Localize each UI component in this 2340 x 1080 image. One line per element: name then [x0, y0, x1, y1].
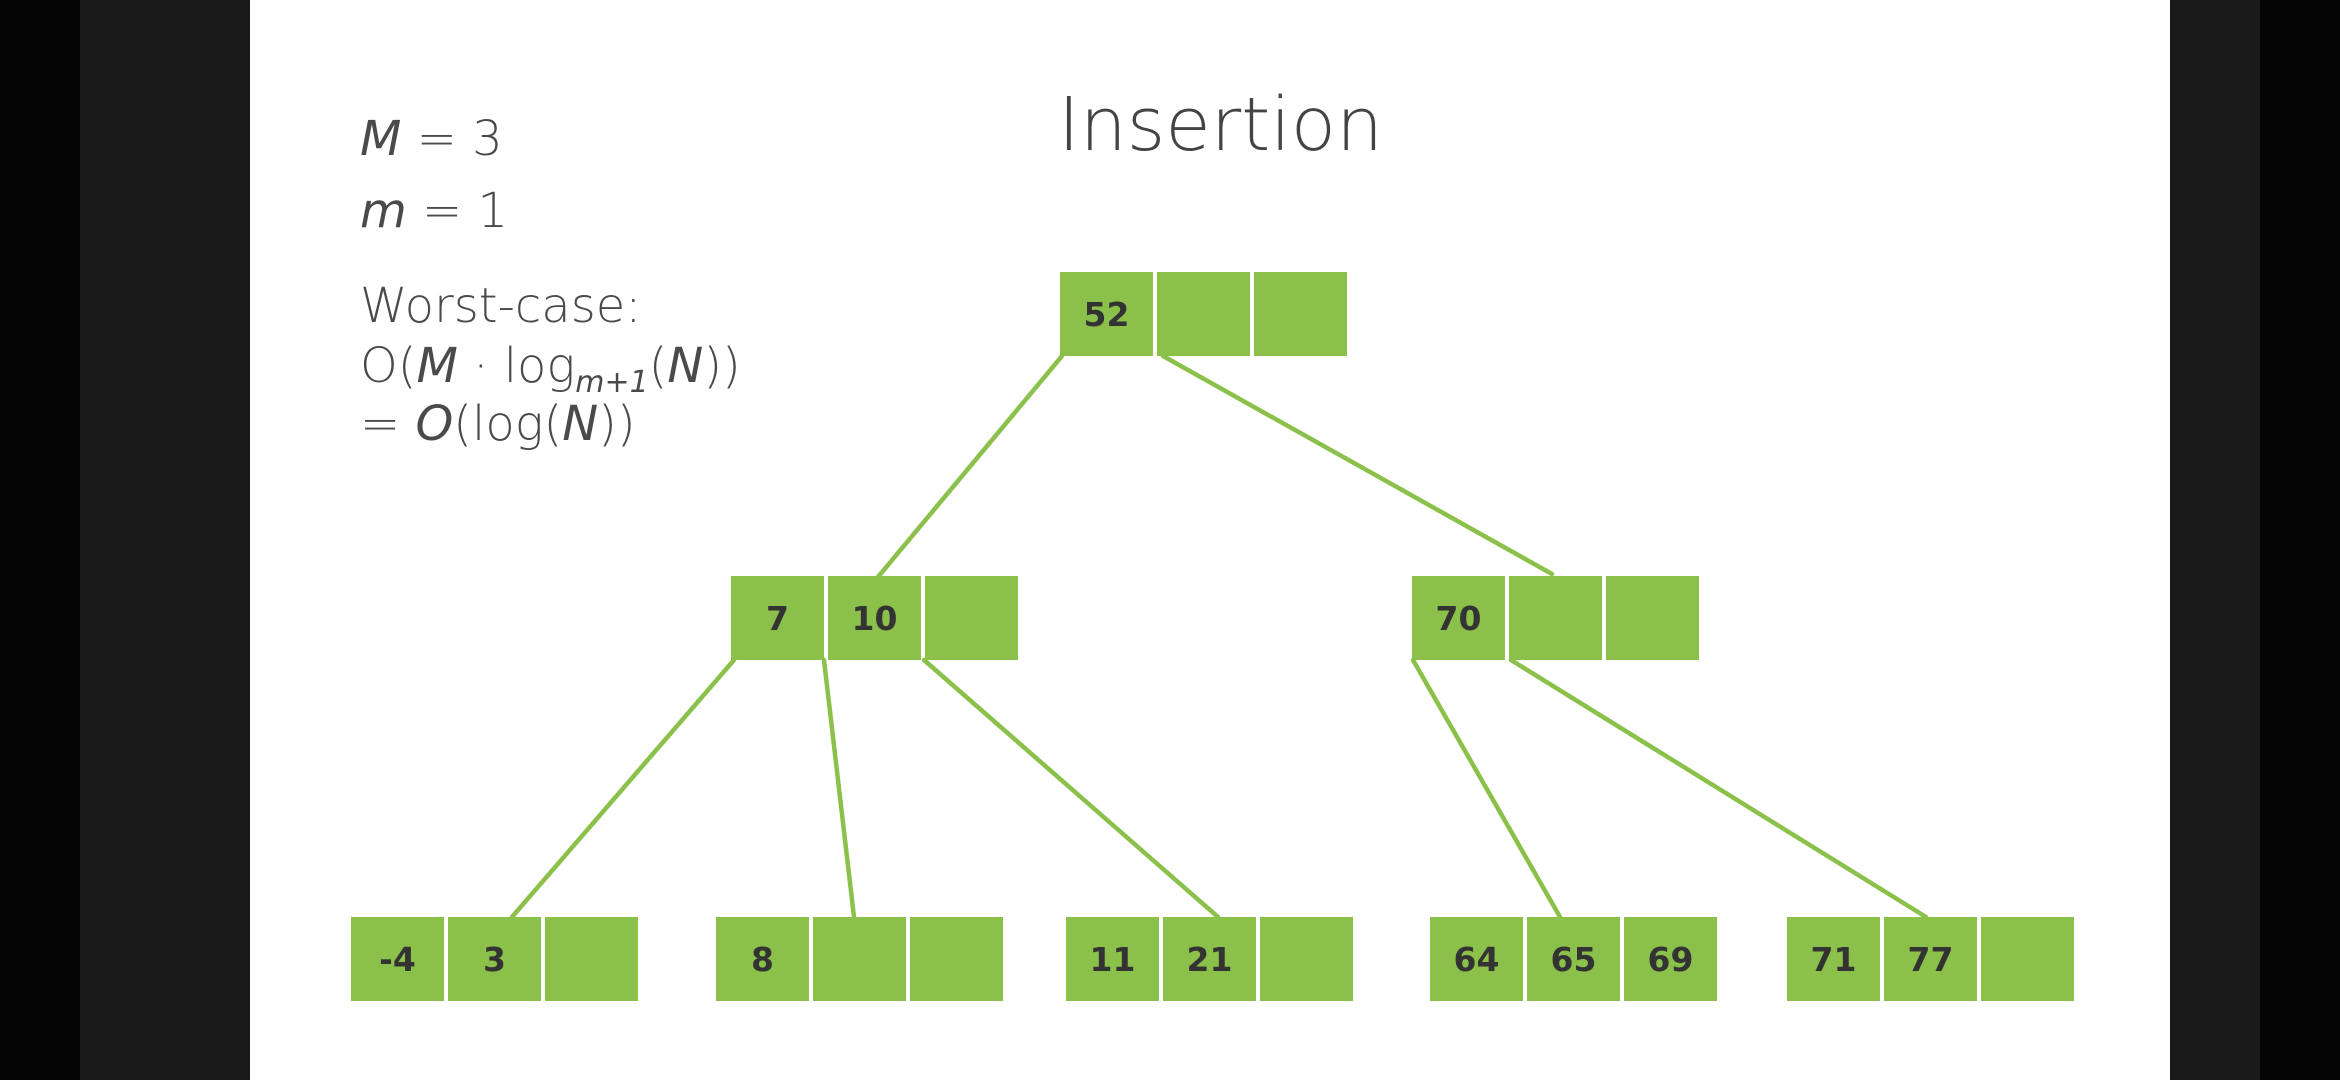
node-key-cell: -4	[351, 917, 444, 1001]
edge-left-to-leaf3	[921, 657, 1221, 920]
tree-node-leaf-1: -4 3	[351, 917, 638, 1001]
formula-part: (	[648, 338, 668, 394]
tree-node-leaf-2: 8	[716, 917, 1003, 1001]
node-key-cell: 7	[731, 576, 824, 660]
edge-left-to-leaf2	[821, 657, 857, 920]
tree-node-internal-right: 70	[1412, 576, 1699, 660]
worst-case-label: Worst-case:	[360, 278, 642, 334]
worst-case-formula: O(M · logm+1(N))	[360, 338, 741, 400]
formula-subscript: m+1	[575, 365, 649, 400]
left-outer-border	[0, 0, 80, 1080]
node-key-cell	[910, 917, 1003, 1001]
formula-part: (log(	[453, 396, 563, 452]
left-pillarbox	[80, 0, 250, 1080]
formula-part: O	[415, 396, 454, 452]
node-key-cell: 21	[1163, 917, 1256, 1001]
node-key-cell	[925, 576, 1018, 660]
node-key-cell	[1509, 576, 1602, 660]
slide: Insertion M = 3 m = 1 Worst-case: O(M · …	[250, 0, 2170, 1080]
formula-part: ))	[703, 338, 741, 394]
formula-part: =	[360, 396, 416, 452]
tree-edges	[509, 353, 1929, 920]
tree-node-internal-left: 7 10	[731, 576, 1018, 660]
formula-part: O(	[360, 338, 417, 394]
node-key-cell	[1260, 917, 1353, 1001]
max-keys-value: = 3	[401, 111, 503, 167]
node-key-cell: 11	[1066, 917, 1159, 1001]
right-pillarbox	[2170, 0, 2260, 1080]
node-key-cell	[1981, 917, 2074, 1001]
worst-case-simplified: = O(log(N))	[360, 396, 636, 452]
node-key-cell: 64	[1430, 917, 1523, 1001]
min-keys-symbol: m	[360, 183, 407, 239]
formula-part: N	[667, 338, 704, 394]
right-outer-border	[2260, 0, 2340, 1080]
node-key-cell: 52	[1060, 272, 1153, 356]
node-key-cell	[545, 917, 638, 1001]
node-key-cell: 65	[1527, 917, 1620, 1001]
node-key-cell: 8	[716, 917, 809, 1001]
node-key-cell: 10	[828, 576, 921, 660]
formula-part: ))	[598, 396, 636, 452]
node-key-cell	[813, 917, 906, 1001]
edge-root-to-left	[875, 353, 1065, 580]
edge-right-to-leaf5	[1508, 657, 1929, 920]
node-key-cell: 3	[448, 917, 541, 1001]
tree-node-root: 52	[1060, 272, 1347, 356]
node-key-cell: 71	[1787, 917, 1880, 1001]
node-key-cell	[1157, 272, 1250, 356]
node-key-cell	[1254, 272, 1347, 356]
node-key-cell: 77	[1884, 917, 1977, 1001]
node-key-cell: 69	[1624, 917, 1717, 1001]
formula-part: N	[562, 396, 599, 452]
node-key-cell: 70	[1412, 576, 1505, 660]
max-keys-symbol: M	[360, 111, 402, 167]
min-keys-value: = 1	[406, 183, 509, 239]
edge-root-to-right	[1160, 353, 1555, 577]
tree-node-leaf-3: 11 21	[1066, 917, 1353, 1001]
edge-right-to-leaf4	[1410, 657, 1563, 920]
tree-node-leaf-5: 71 77	[1787, 917, 2074, 1001]
max-keys-param: M = 3	[360, 111, 503, 167]
node-key-cell	[1606, 576, 1699, 660]
slide-title: Insertion	[1058, 82, 1383, 168]
tree-node-leaf-4: 64 65 69	[1430, 917, 1717, 1001]
edge-left-to-leaf1	[509, 657, 737, 920]
min-keys-param: m = 1	[360, 183, 508, 239]
formula-part: M	[416, 338, 458, 394]
formula-part: · log	[457, 338, 576, 394]
